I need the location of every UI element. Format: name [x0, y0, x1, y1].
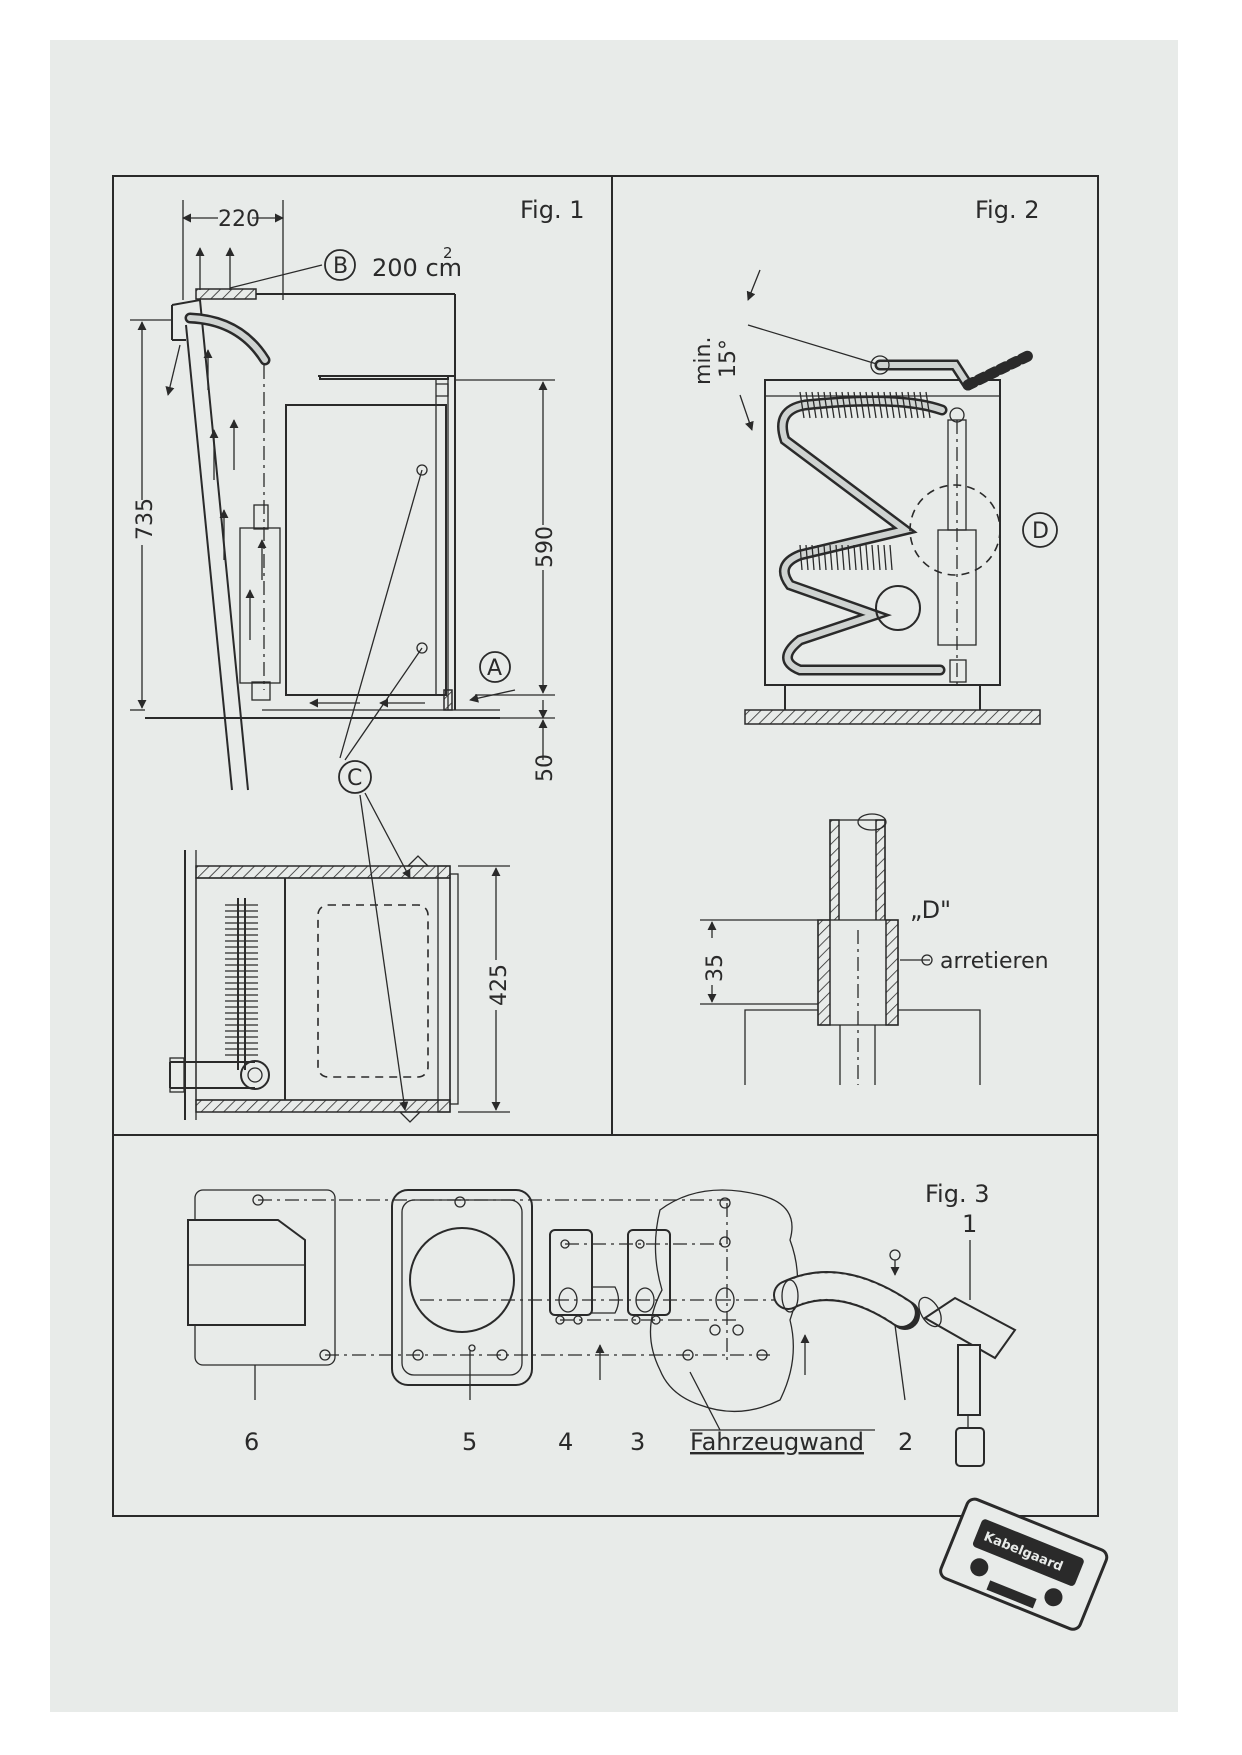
cassette-logo: Kabelgaard: [939, 1497, 1109, 1631]
floor-base: [744, 709, 1041, 725]
coil-fin: [847, 391, 853, 419]
part-label-1: 1: [962, 1210, 977, 1238]
door-outline: [317, 904, 429, 1078]
part-label-2: 2: [898, 1428, 913, 1456]
coil-fin: [889, 391, 895, 419]
angle-reference-line: [747, 324, 881, 366]
outer-frame: [112, 175, 1099, 1517]
vehicle-wall: [171, 298, 249, 791]
coil-fin: [913, 391, 919, 419]
area-superscript: 2: [443, 244, 453, 262]
coil-fin: [835, 544, 839, 571]
callout-c-label: C: [347, 766, 362, 791]
coil-tube: [777, 395, 948, 676]
coil-fin: [865, 391, 871, 419]
coil-fin: [823, 391, 829, 419]
absorber-vessel: [875, 585, 921, 631]
burner-housing: [239, 527, 281, 684]
coil-fin: [805, 544, 809, 571]
callout-a-label: A: [487, 656, 502, 681]
coil-fin: [895, 391, 901, 419]
detail-d-circle: [909, 484, 1001, 576]
coil-fin: [841, 544, 845, 571]
dim-735: 735: [133, 498, 158, 540]
callout-b: [324, 249, 356, 281]
coil-fin: [811, 391, 817, 419]
part-4-flange: [549, 1229, 593, 1316]
coil-fin: [919, 391, 925, 419]
coil-fin: [859, 544, 863, 571]
coil-fin: [841, 391, 847, 419]
detail-d-view: „D" arretieren 35: [700, 813, 1049, 1085]
vehicle-wall-label: Fahrzeugwand: [690, 1428, 864, 1456]
figure-3: Fig. 3: [187, 1180, 1017, 1467]
coil-fin: [871, 391, 877, 419]
dim-220: 220: [218, 207, 260, 232]
coil-fin: [865, 544, 869, 571]
callout-d-label: D: [1032, 519, 1049, 544]
coil-fin: [883, 391, 889, 419]
coil-fin: [829, 391, 835, 419]
dim-425: 425: [487, 964, 512, 1006]
coil-fin: [859, 391, 865, 419]
coil-fin: [823, 544, 827, 571]
airflow-arrows: [165, 247, 425, 708]
figure-1: Fig. 1 220 B 200 cm 2: [130, 196, 585, 1123]
coil-fin: [835, 391, 841, 419]
fig2-title: Fig. 2: [975, 196, 1040, 224]
coil-fin: [811, 544, 815, 571]
coil-fin: [817, 544, 821, 571]
part-5-frame: [391, 1189, 533, 1386]
part-1-elbow: [918, 1240, 1017, 1467]
fig3-title: Fig. 3: [925, 1180, 990, 1208]
coil-fin: [799, 544, 803, 571]
callout-b-label: B: [333, 254, 348, 279]
cooling-coil: [777, 391, 948, 676]
coil-fin: [805, 391, 811, 419]
area-label: 200 cm: [372, 254, 462, 282]
coil-fin: [907, 391, 913, 419]
coil-fin: [817, 391, 823, 419]
coil-fin: [925, 391, 931, 419]
part-3-flange: [627, 1229, 671, 1316]
part-label-5: 5: [462, 1428, 477, 1456]
fig1-title: Fig. 1: [520, 196, 585, 224]
coil-fin: [883, 544, 887, 571]
coil-fin: [877, 544, 881, 571]
top-vent-grille: [195, 288, 257, 300]
coil-fin: [847, 544, 851, 571]
coil-fin: [877, 391, 883, 419]
dim-50: 50: [533, 754, 558, 782]
lock-label: arretieren: [940, 949, 1049, 974]
coil-fin: [901, 391, 907, 419]
fig1-plan-view: [169, 850, 459, 1123]
callout-c: [338, 760, 372, 794]
coil-fin: [799, 391, 805, 419]
figure-2: Fig. 2 min. 15° D: [691, 196, 1058, 1085]
fridge-body-side: [285, 404, 447, 696]
coil-fin: [889, 544, 893, 571]
coil-fin: [871, 544, 875, 571]
part-label-6: 6: [244, 1428, 259, 1456]
vehicle-wall-section: [649, 1189, 799, 1413]
callout-d: [1022, 512, 1058, 548]
coil-fin: [853, 391, 859, 419]
dim-35: 35: [703, 954, 728, 982]
coil-fin: [829, 544, 833, 571]
dim-590: 590: [533, 526, 558, 568]
coil-fin: [853, 544, 857, 571]
angle-value: 15°: [716, 339, 741, 378]
part-label-3: 3: [630, 1428, 645, 1456]
part-label-4: 4: [558, 1428, 573, 1456]
angle-min-label: min.: [691, 337, 716, 385]
callout-a: [479, 651, 511, 683]
detail-d-title: „D": [910, 896, 951, 924]
